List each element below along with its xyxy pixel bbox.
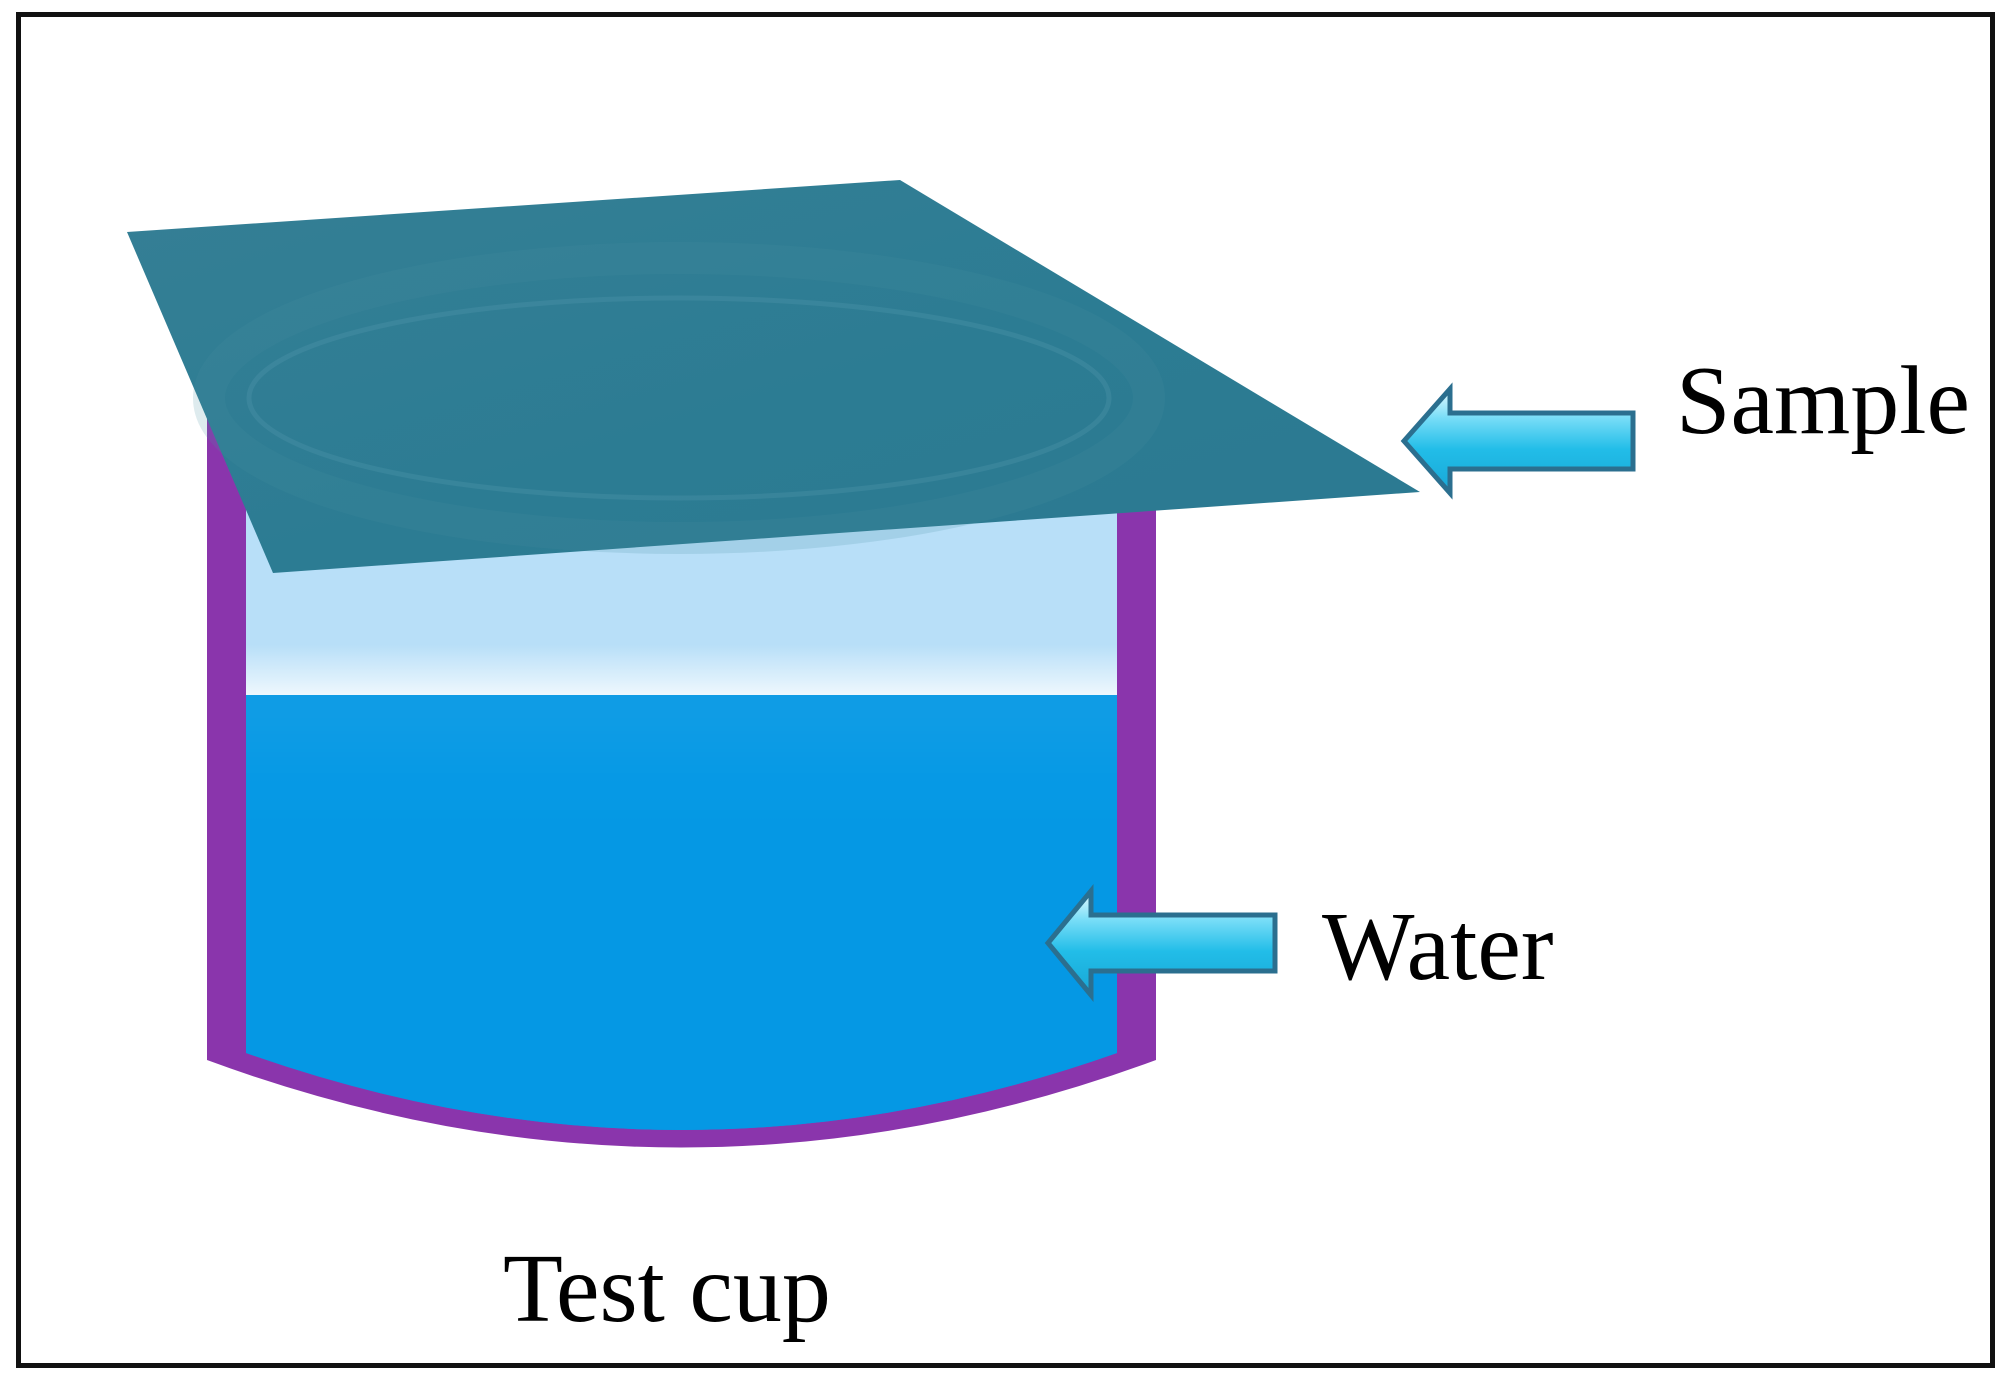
water-label: Water xyxy=(1322,893,1554,1001)
sample-film xyxy=(127,180,1420,573)
inner-cup-rim-through-sample xyxy=(246,295,1112,501)
test-cup-label: Test cup xyxy=(503,1235,831,1343)
sample-label: Sample xyxy=(1676,347,1970,455)
sample-arrow xyxy=(1400,382,1636,500)
water-arrow xyxy=(1044,884,1278,1002)
water-body xyxy=(246,695,1117,1130)
cup-rim-through-sample xyxy=(193,242,1165,554)
